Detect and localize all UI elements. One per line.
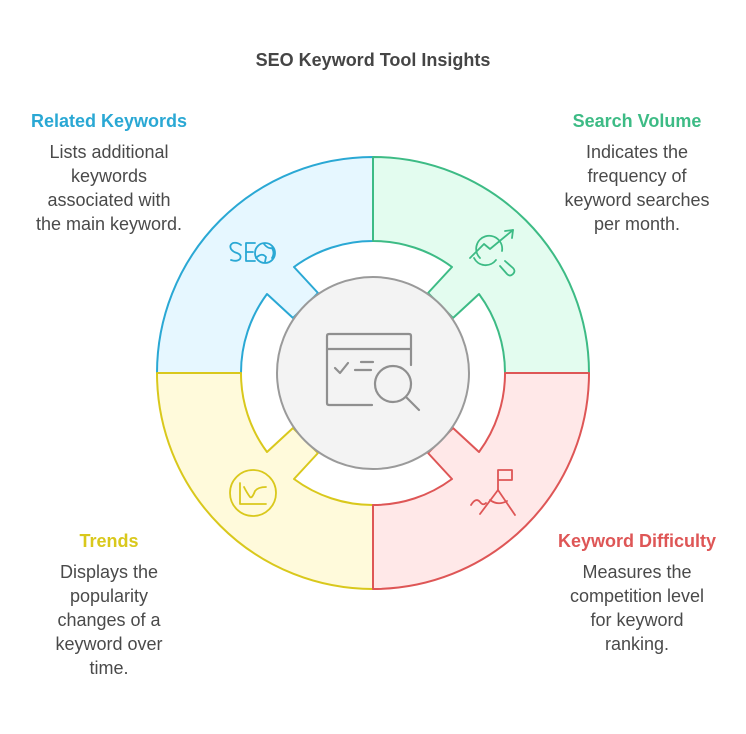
block-related-keywords: Related Keywords Lists additional keywor…	[9, 111, 209, 236]
line-chart-icon	[229, 469, 277, 517]
heading-keyword-difficulty: Keyword Difficulty	[557, 531, 717, 551]
trend-search-icon	[469, 229, 516, 277]
heading-trends: Trends	[79, 531, 139, 551]
description-trends: Displays the popularity changes of a key…	[55, 562, 163, 678]
segment-related-keywords	[156, 156, 374, 374]
center-hub	[276, 276, 470, 470]
description-keyword-difficulty: Measures the competition level for keywo…	[569, 562, 705, 654]
description-search-volume: Indicates the frequency of keyword searc…	[564, 142, 710, 234]
mountain-flag-icon	[470, 469, 516, 516]
block-keyword-difficulty: Keyword Difficulty Measures the competit…	[537, 531, 737, 656]
page-title: SEO Keyword Tool Insights	[255, 50, 491, 70]
heading-search-volume: Search Volume	[572, 111, 702, 131]
description-related-keywords: Lists additional keywords associated wit…	[35, 142, 183, 234]
seo-globe-icon	[229, 241, 276, 264]
heading-related-keywords: Related Keywords	[30, 111, 188, 131]
search-keyword-window-icon	[325, 332, 421, 412]
segment-keyword-difficulty	[372, 372, 590, 590]
segment-trends	[156, 372, 374, 590]
block-search-volume: Search Volume Indicates the frequency of…	[537, 111, 737, 236]
block-trends: Trends Displays the popularity changes o…	[9, 531, 209, 680]
